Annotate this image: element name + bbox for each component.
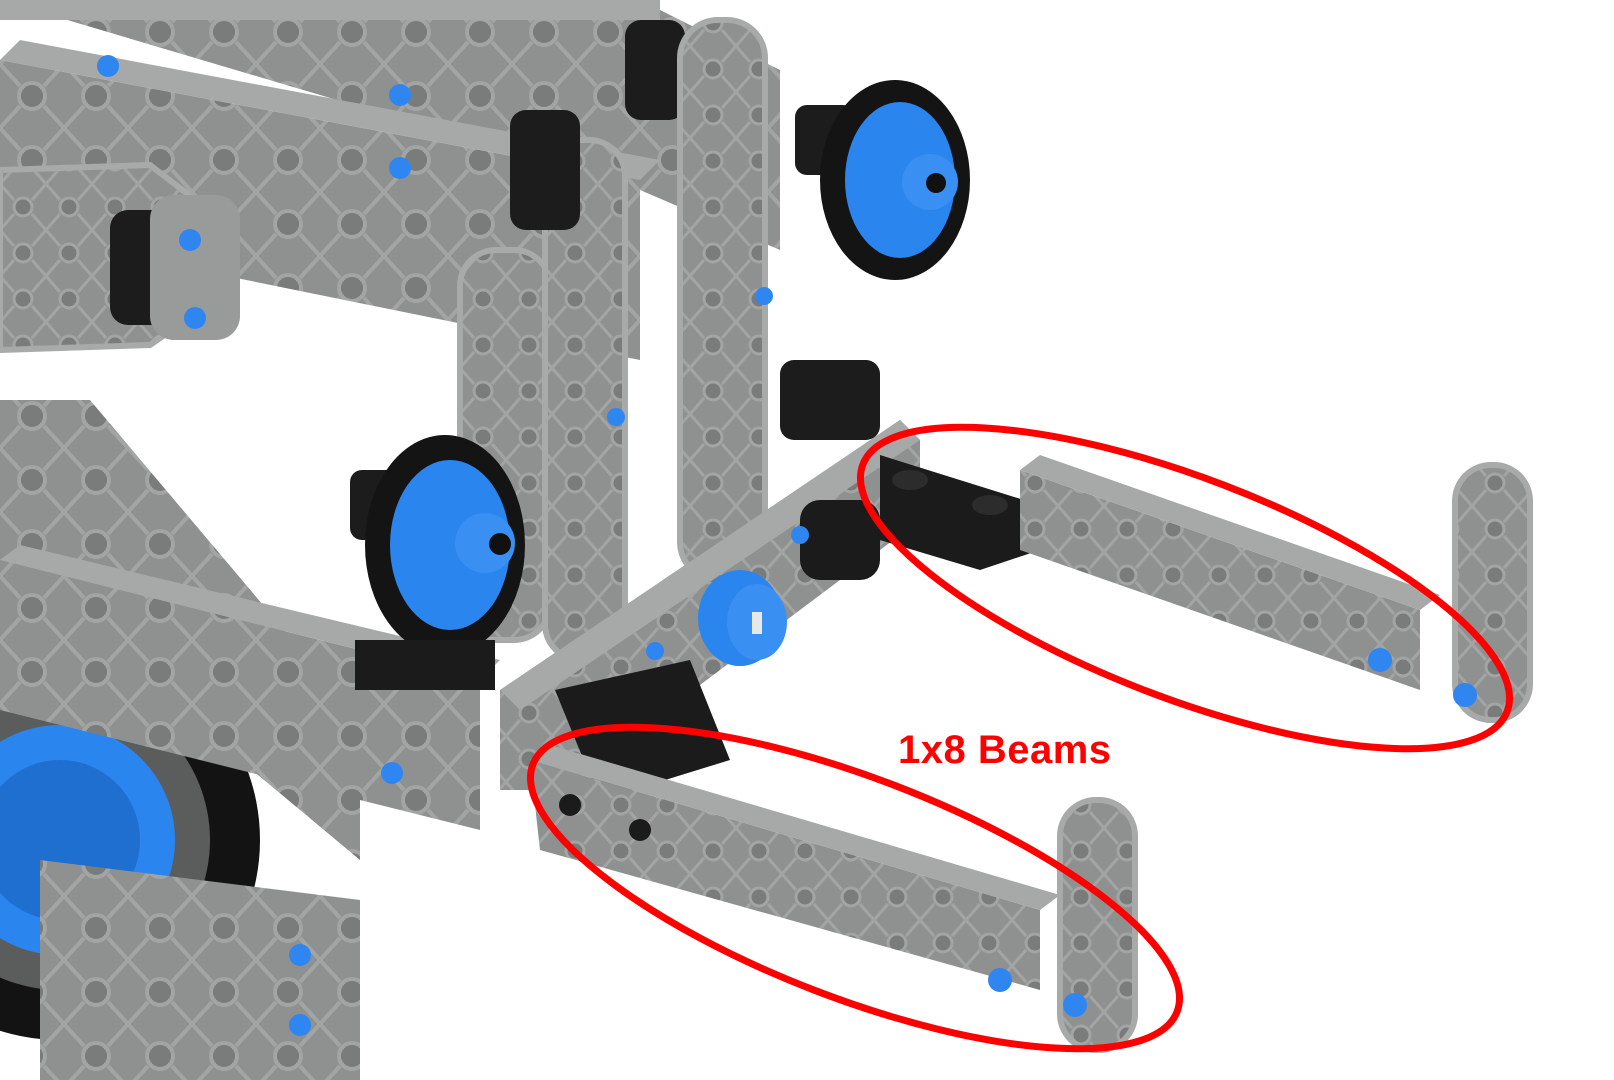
upper-beam-highlight: [857, 423, 1513, 753]
beam-1x8-upper: [1020, 455, 1533, 723]
beam-callout-label: 1x8 Beams: [898, 728, 1112, 772]
lower-beam-highlight: [527, 723, 1183, 1053]
beam-1x8-lower: [530, 745, 1138, 1053]
left-plate: [0, 161, 240, 354]
omni-wheel-upper: [795, 80, 970, 280]
lower-frame-beams: [0, 545, 500, 1080]
omni-wheel-middle: [350, 435, 525, 655]
annotation-highlights: [527, 423, 1513, 1053]
pulley: [698, 570, 787, 666]
blue-pins: [97, 55, 809, 1036]
